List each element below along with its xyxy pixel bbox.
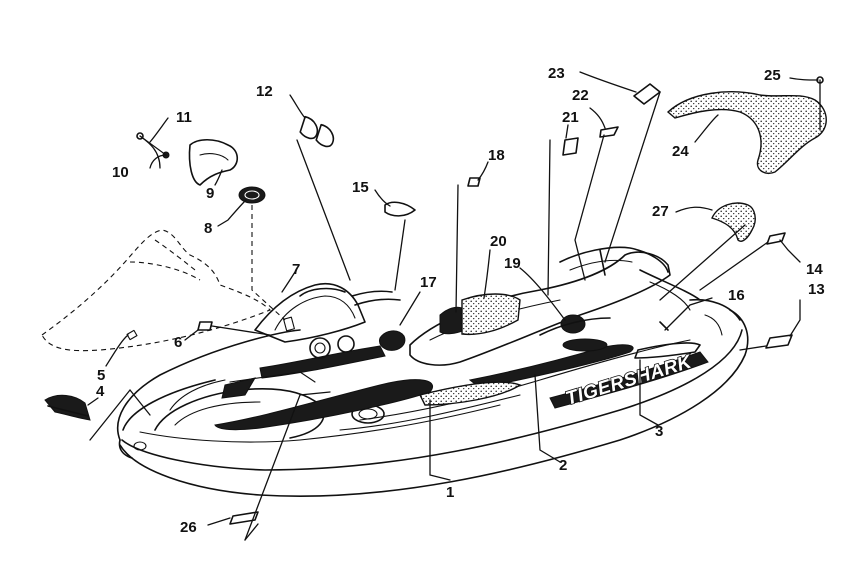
callout-21: 21 bbox=[562, 109, 579, 126]
small-decals bbox=[299, 83, 661, 217]
callout-10: 10 bbox=[112, 164, 129, 181]
callout-15: 15 bbox=[352, 179, 369, 196]
callout-22: 22 bbox=[572, 87, 589, 104]
seat bbox=[409, 246, 701, 366]
callout-25: 25 bbox=[764, 67, 781, 84]
callout-18: 18 bbox=[488, 147, 505, 164]
callout-6: 6 bbox=[174, 334, 182, 351]
callout-27: 27 bbox=[652, 203, 669, 220]
side-graphics bbox=[214, 338, 709, 431]
callout-7: 7 bbox=[292, 261, 300, 278]
callout-3: 3 bbox=[655, 423, 663, 440]
bow-emblem bbox=[44, 394, 91, 421]
callout-14: 14 bbox=[806, 261, 823, 278]
console bbox=[254, 283, 406, 359]
callout-12: 12 bbox=[256, 83, 273, 100]
callout-20: 20 bbox=[490, 233, 507, 250]
rear-bumper bbox=[711, 202, 756, 242]
callout-8: 8 bbox=[204, 220, 212, 237]
callout-23: 23 bbox=[548, 65, 565, 82]
rear-cover bbox=[666, 91, 827, 174]
callout-24: 24 bbox=[672, 143, 689, 160]
leader-lines bbox=[87, 71, 821, 541]
callout-4: 4 bbox=[96, 383, 105, 400]
callout-26: 26 bbox=[180, 519, 197, 536]
callout-11: 11 bbox=[176, 109, 192, 126]
callout-17: 17 bbox=[420, 274, 437, 291]
callout-2: 2 bbox=[559, 457, 567, 474]
callout-9: 9 bbox=[206, 185, 214, 202]
callout-labels: 1 2 3 4 5 6 7 8 9 10 11 12 13 14 15 16 1… bbox=[96, 65, 825, 536]
callout-5: 5 bbox=[97, 367, 105, 384]
hull bbox=[116, 298, 749, 498]
callout-1: 1 bbox=[446, 484, 454, 501]
callout-19: 19 bbox=[504, 255, 521, 272]
mirror-assembly bbox=[136, 132, 266, 204]
callout-13: 13 bbox=[808, 281, 825, 298]
callout-16: 16 bbox=[728, 287, 745, 304]
windshield-cover bbox=[41, 229, 271, 352]
